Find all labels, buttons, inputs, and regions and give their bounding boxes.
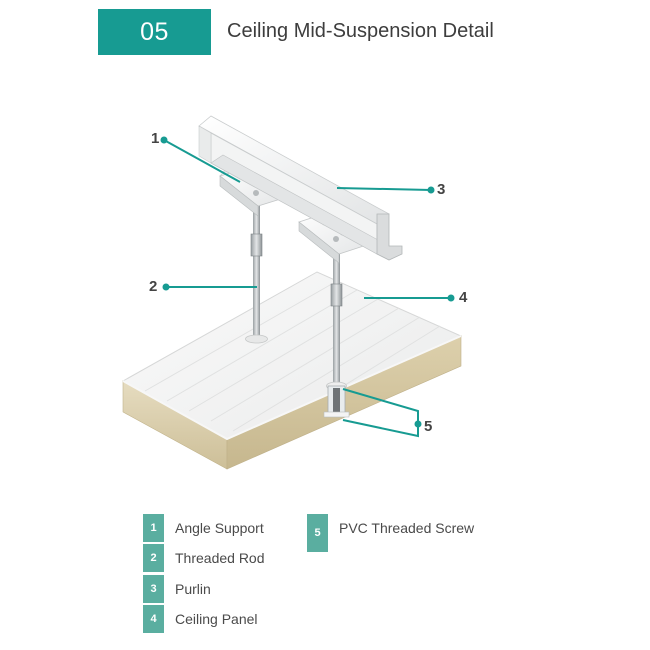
legend-item-angle-support: 1 Angle Support [143, 514, 264, 542]
callout-2-number: 2 [149, 278, 157, 295]
legend-number: 2 [143, 544, 164, 572]
legend-item-pvc-threaded-screw: 5 PVC Threaded Screw [307, 514, 474, 552]
legend-label: Ceiling Panel [175, 611, 258, 627]
legend-number: 5 [307, 514, 328, 552]
legend-label: PVC Threaded Screw [339, 520, 475, 536]
legend-label: Angle Support [175, 520, 264, 536]
legend-label: Threaded Rod [175, 550, 265, 566]
detail-number-badge: 05 [98, 9, 211, 55]
ceiling-panel [122, 271, 463, 470]
legend-number: 1 [143, 514, 164, 542]
callout-1-line [163, 139, 241, 183]
page-title: Ceiling Mid-Suspension Detail [227, 20, 494, 42]
callout-3-dot [427, 186, 435, 194]
callout-2-dot [162, 283, 170, 291]
callout-lines [163, 139, 451, 438]
legend-item-purlin: 3 Purlin [143, 575, 211, 603]
callout-5-number: 5 [424, 418, 432, 435]
callout-1-number: 1 [151, 130, 159, 147]
purlin [198, 115, 403, 261]
callout-5-dot [414, 420, 422, 428]
callout-1-dot [160, 136, 168, 144]
callout-3-line [336, 187, 432, 191]
callout-3-number: 3 [437, 181, 445, 198]
callout-4-dot [447, 294, 455, 302]
legend-number: 3 [143, 575, 164, 603]
legend-number: 4 [143, 605, 164, 633]
legend-item-threaded-rod: 2 Threaded Rod [143, 544, 265, 572]
callout-4-number: 4 [459, 289, 468, 306]
threaded-rod-left [245, 196, 268, 344]
legend-item-ceiling-panel: 4 Ceiling Panel [143, 605, 258, 633]
pvc-threaded-screw [323, 385, 350, 418]
legend-label: Purlin [175, 581, 211, 597]
